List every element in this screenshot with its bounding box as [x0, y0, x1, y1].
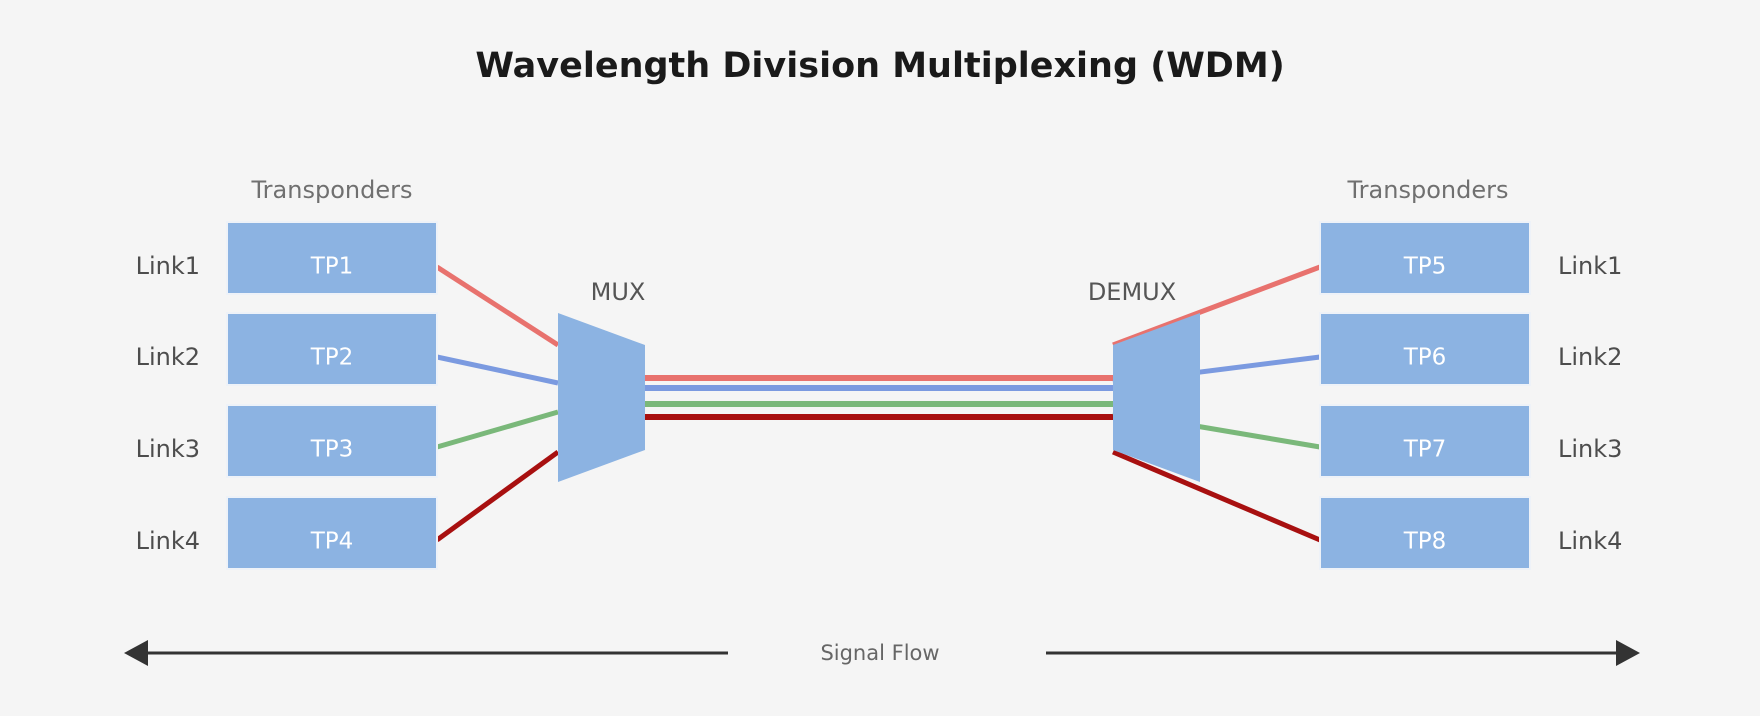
transponder-tp7[interactable]: TP7 — [1319, 404, 1531, 478]
transponder-label: TP5 — [1403, 254, 1447, 280]
wire-demux-to-tp8 — [1112, 449, 1321, 543]
signal-flow-group: Signal Flow — [124, 640, 1640, 666]
right-link-label-4: Link4 — [1558, 527, 1622, 555]
right-link-label-1: Link1 — [1558, 252, 1622, 280]
wire-demux-to-tp5 — [1112, 264, 1321, 348]
page-title: Wavelength Division Multiplexing (WDM) — [475, 46, 1284, 86]
transponder-tp4[interactable]: TP4 — [226, 496, 438, 570]
transponder-label: TP8 — [1403, 529, 1447, 555]
wire-tp2-to-mux — [436, 354, 559, 386]
left-link-label-group: Link1 Link2 Link3 Link4 — [136, 252, 200, 555]
arrowhead-right-icon — [1616, 640, 1640, 666]
wire-tp4-to-mux — [435, 449, 560, 543]
transponder-box — [1319, 496, 1531, 570]
mux-label: MUX — [591, 278, 646, 306]
wire-tp1-to-mux — [435, 264, 560, 348]
transponder-label: TP4 — [310, 529, 354, 555]
transponder-label: TP2 — [310, 345, 354, 371]
mux-shape — [558, 313, 645, 482]
transponder-label: TP6 — [1403, 345, 1447, 371]
transponder-box — [1319, 404, 1531, 478]
transponder-label: TP3 — [310, 437, 354, 463]
transponder-tp5[interactable]: TP5 — [1319, 221, 1531, 295]
transponder-tp3[interactable]: TP3 — [226, 404, 438, 478]
signal-flow-label: Signal Flow — [820, 641, 939, 665]
trunk-fiber-group — [645, 375, 1113, 420]
transponder-label: TP7 — [1403, 437, 1447, 463]
transponder-tp6[interactable]: TP6 — [1319, 312, 1531, 386]
transponder-box — [1319, 312, 1531, 386]
transponder-tp2[interactable]: TP2 — [226, 312, 438, 386]
transponder-box — [226, 221, 438, 295]
transponder-box — [226, 404, 438, 478]
mux-device[interactable]: MUX — [558, 278, 645, 482]
right-transponders-heading: Transponders — [1347, 176, 1509, 204]
right-transponder-group: TP5 TP6 TP7 TP8 — [1319, 221, 1531, 570]
transponder-box — [1319, 221, 1531, 295]
right-link-label-2: Link2 — [1558, 343, 1622, 371]
left-link-label-3: Link3 — [136, 435, 200, 463]
demux-label: DEMUX — [1088, 278, 1176, 306]
wire-tp3-to-mux — [436, 409, 559, 450]
demux-shape — [1113, 313, 1200, 482]
transponder-box — [226, 312, 438, 386]
arrowhead-left-icon — [124, 640, 148, 666]
right-link-label-group: Link1 Link2 Link3 Link4 — [1558, 252, 1622, 555]
transponder-box — [226, 496, 438, 570]
left-link-label-4: Link4 — [136, 527, 200, 555]
left-link-label-2: Link2 — [136, 343, 200, 371]
left-wire-group — [435, 264, 560, 543]
demux-device[interactable]: DEMUX — [1088, 278, 1200, 482]
left-link-label-1: Link1 — [136, 252, 200, 280]
left-transponder-group: TP1 TP2 TP3 TP4 — [226, 221, 438, 570]
transponder-tp1[interactable]: TP1 — [226, 221, 438, 295]
left-transponders-heading: Transponders — [251, 176, 413, 204]
signal-flow-arrow-left — [124, 640, 728, 666]
transponder-label: TP1 — [310, 254, 354, 280]
signal-flow-arrow-right — [1046, 640, 1640, 666]
right-link-label-3: Link3 — [1558, 435, 1622, 463]
transponder-tp8[interactable]: TP8 — [1319, 496, 1531, 570]
